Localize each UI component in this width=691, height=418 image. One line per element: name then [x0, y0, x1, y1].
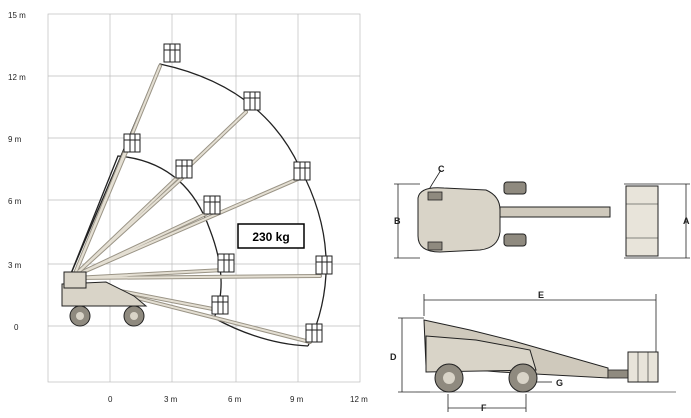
dimension-label-c: C: [438, 164, 445, 174]
side-view: E D G F: [390, 290, 676, 413]
x-tick-label: 12 m: [350, 395, 368, 404]
lower-envelope-curve: [213, 317, 309, 347]
basket: [217, 253, 235, 273]
y-tick-label: 15 m: [8, 11, 26, 20]
basket: [315, 255, 333, 275]
capacity-box: 230 kg: [237, 223, 305, 249]
y-tick-label: 9 m: [8, 135, 22, 144]
dimension-label-d: D: [390, 352, 397, 362]
basket: [175, 159, 193, 179]
basket: [203, 195, 221, 215]
inner-envelope-curve: [69, 155, 222, 319]
side-view-body: [425, 335, 537, 373]
platform-baskets: [123, 43, 333, 343]
side-view-jib: [607, 369, 629, 379]
basket: [211, 295, 229, 315]
top-view: C B A: [394, 164, 690, 259]
top-view-wheel: [503, 233, 527, 247]
y-tick-label: 3 m: [8, 261, 22, 270]
machine-turret: [63, 271, 87, 289]
top-view-boom: [499, 206, 611, 218]
basket: [123, 133, 141, 153]
y-tick-label: 0: [14, 323, 19, 332]
basket: [163, 43, 181, 63]
dimension-label-f: F: [481, 403, 487, 413]
basket: [243, 91, 261, 111]
x-tick-label: 6 m: [228, 395, 242, 404]
boom-positions-highlight: [73, 65, 321, 343]
y-tick-label: 12 m: [8, 73, 26, 82]
basket: [293, 161, 311, 181]
dimension-label-e: E: [538, 290, 544, 300]
top-view-wheel: [503, 181, 527, 195]
chart-frame: [47, 13, 361, 383]
basket: [305, 323, 323, 343]
x-tick-label: 9 m: [290, 395, 304, 404]
x-tick-label: 3 m: [164, 395, 178, 404]
y-tick-label: 6 m: [8, 197, 22, 206]
machine-base: [61, 271, 148, 327]
dimension-label-g: G: [556, 378, 563, 388]
dimension-label-a: A: [683, 216, 690, 226]
capacity-label: 230 kg: [252, 230, 289, 244]
dimension-label-b: B: [394, 216, 401, 226]
top-view-platform: [625, 185, 659, 257]
reach-chart: 15 m 12 m 9 m 6 m 3 m 0 0 3 m 6 m 9 m 12…: [8, 11, 368, 404]
x-tick-label: 0: [108, 395, 113, 404]
side-view-platform: [627, 351, 659, 383]
